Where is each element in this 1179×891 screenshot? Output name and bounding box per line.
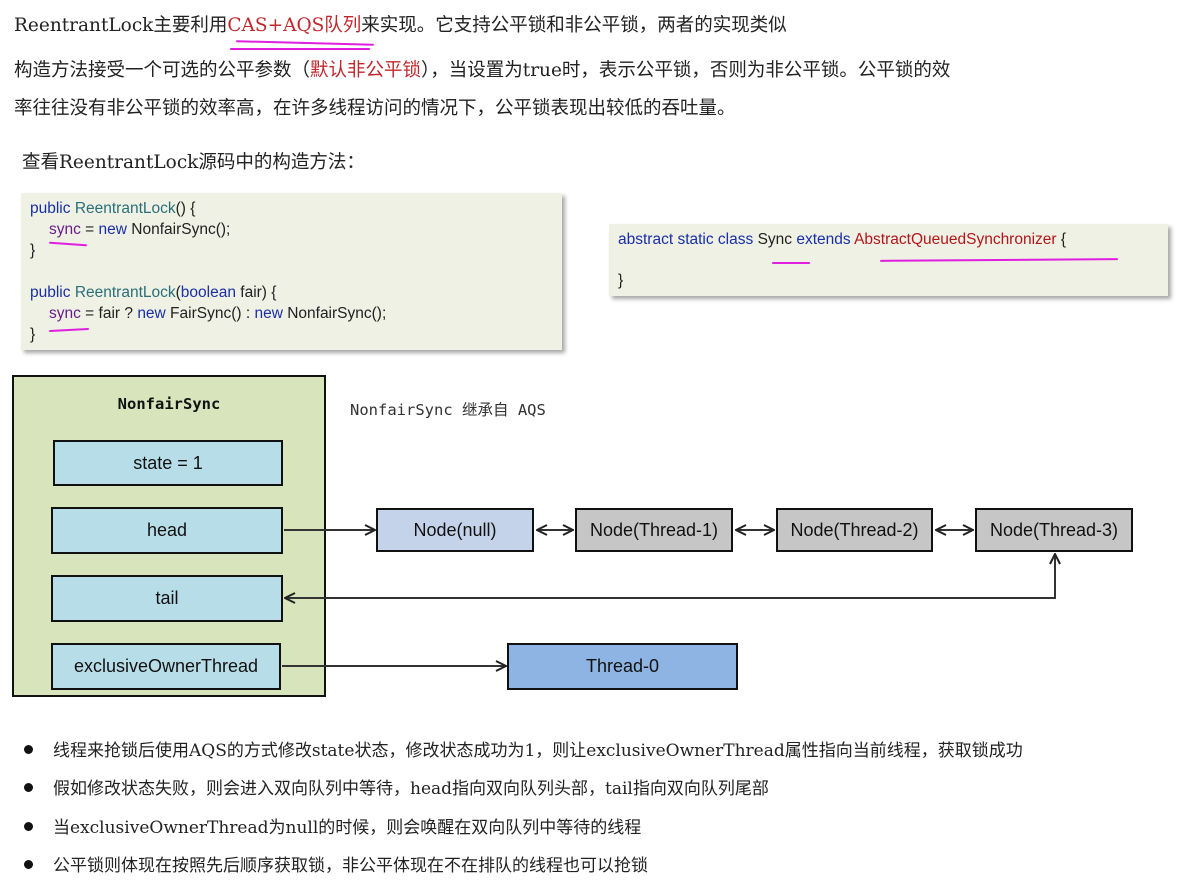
code-line: sync = fair ? new FairSync() : new Nonfa… bbox=[49, 305, 386, 323]
node-null: Node(null) bbox=[376, 508, 534, 552]
intro-text: ReentrantLock主要利用 bbox=[14, 15, 228, 36]
code-keyword: new bbox=[137, 305, 166, 322]
code-text: fair) { bbox=[235, 284, 277, 301]
code-line: public ReentrantLock(boolean fair) { bbox=[30, 284, 276, 302]
code-class-name: Sync bbox=[757, 231, 793, 248]
code-line: public ReentrantLock() { bbox=[30, 200, 195, 218]
code-text: () { bbox=[175, 200, 196, 217]
node-thread-1: Node(Thread-1) bbox=[575, 508, 733, 552]
code-line: } bbox=[618, 272, 624, 289]
code-text: NonfairSync(); bbox=[282, 305, 387, 322]
intro-highlight-default-nonfair: 默认非公平锁 bbox=[310, 60, 422, 81]
owner-thread-0: Thread-0 bbox=[507, 643, 738, 690]
bullet-dot bbox=[24, 783, 33, 792]
intro-line-1: ReentrantLock主要利用CAS+AQS队列来实现。它支持公平锁和非公平… bbox=[14, 13, 787, 39]
code-text: ( bbox=[175, 284, 181, 301]
code-text: { bbox=[1060, 231, 1067, 248]
intro-line-4: 查看ReentrantLock源码中的构造方法： bbox=[22, 152, 365, 173]
code-text: = fair ? bbox=[80, 305, 138, 322]
code-class-name: ReentrantLock bbox=[74, 284, 176, 301]
code-keyword: new bbox=[98, 221, 127, 238]
arrow-tail-to-node-thread-3 bbox=[286, 555, 1055, 598]
code-line: } bbox=[30, 326, 36, 343]
bullet-text: 当exclusiveOwnerThread为null的时候，则会唤醒在双向队列中… bbox=[53, 818, 642, 838]
code-class-name: ReentrantLock bbox=[74, 200, 176, 217]
node-thread-3: Node(Thread-3) bbox=[975, 508, 1133, 552]
bullet-dot bbox=[24, 860, 33, 869]
field-head: head bbox=[51, 507, 283, 554]
code-block-sync-class: abstract static class Sync extends Abstr… bbox=[609, 224, 1168, 296]
code-line: } bbox=[30, 242, 36, 259]
field-exclusive-owner-thread: exclusiveOwnerThread bbox=[51, 643, 281, 690]
nonfairsync-title: NonfairSync bbox=[117, 395, 221, 413]
bullet-dot bbox=[24, 745, 33, 754]
bullet-text: 假如修改状态失败，则会进入双向队列中等待，head指向双向队列头部，tail指向… bbox=[53, 779, 769, 799]
intro-highlight-cas-aqs: CAS+AQS队列 bbox=[227, 15, 362, 36]
node-thread-2: Node(Thread-2) bbox=[776, 508, 933, 552]
code-variable: sync bbox=[49, 221, 81, 238]
intro-line-3: 率往往没有非公平锁的效率高，在许多线程访问的情况下，公平锁表现出较低的吞吐量。 bbox=[14, 98, 736, 119]
code-keyword: boolean bbox=[180, 284, 236, 301]
bullet-item: 线程来抢锁后使用AQS的方式修改state状态，修改状态成功为1，则让exclu… bbox=[24, 736, 1023, 761]
intro-text: 构造方法接受一个可选的公平参数（ bbox=[14, 60, 311, 81]
bullet-dot bbox=[24, 822, 33, 831]
bullet-text: 公平锁则体现在按照先后顺序获取锁，非公平体现在不在排队的线程也可以抢锁 bbox=[53, 856, 648, 876]
field-state: state = 1 bbox=[53, 440, 283, 486]
bullet-item: 假如修改状态失败，则会进入双向队列中等待，head指向双向队列头部，tail指向… bbox=[24, 774, 769, 799]
inheritance-note: NonfairSync 继承自 AQS bbox=[350, 401, 546, 419]
intro-text: ），当设置为true时，表示公平锁，否则为非公平锁。公平锁的效 bbox=[421, 60, 951, 81]
annotation-underline bbox=[230, 48, 370, 50]
code-line: abstract static class Sync extends Abstr… bbox=[618, 231, 1066, 249]
intro-line-2: 构造方法接受一个可选的公平参数（默认非公平锁），当设置为true时，表示公平锁，… bbox=[14, 58, 950, 84]
code-keyword: public bbox=[30, 200, 71, 217]
code-text: NonfairSync(); bbox=[126, 221, 231, 238]
field-tail: tail bbox=[51, 575, 283, 622]
code-block-constructors: public ReentrantLock() { sync = new Nonf… bbox=[21, 193, 562, 350]
code-keyword: new bbox=[254, 305, 283, 322]
bullet-item: 公平锁则体现在按照先后顺序获取锁，非公平体现在不在排队的线程也可以抢锁 bbox=[24, 851, 648, 876]
code-superclass: AbstractQueuedSynchronizer bbox=[854, 231, 1057, 248]
annotation-underline bbox=[772, 262, 810, 264]
code-keyword: extends bbox=[796, 231, 851, 248]
bullet-text: 线程来抢锁后使用AQS的方式修改state状态，修改状态成功为1，则让exclu… bbox=[53, 741, 1023, 761]
code-text: FairSync() : bbox=[165, 305, 255, 322]
code-keyword: abstract static class bbox=[618, 231, 754, 248]
intro-text: 来实现。它支持公平锁和非公平锁，两者的实现类似 bbox=[361, 15, 787, 36]
bullet-item: 当exclusiveOwnerThread为null的时候，则会唤醒在双向队列中… bbox=[24, 813, 641, 838]
code-variable: sync bbox=[49, 305, 81, 322]
code-keyword: public bbox=[30, 284, 71, 301]
code-text: = bbox=[80, 221, 99, 238]
code-line: sync = new NonfairSync(); bbox=[49, 221, 230, 239]
